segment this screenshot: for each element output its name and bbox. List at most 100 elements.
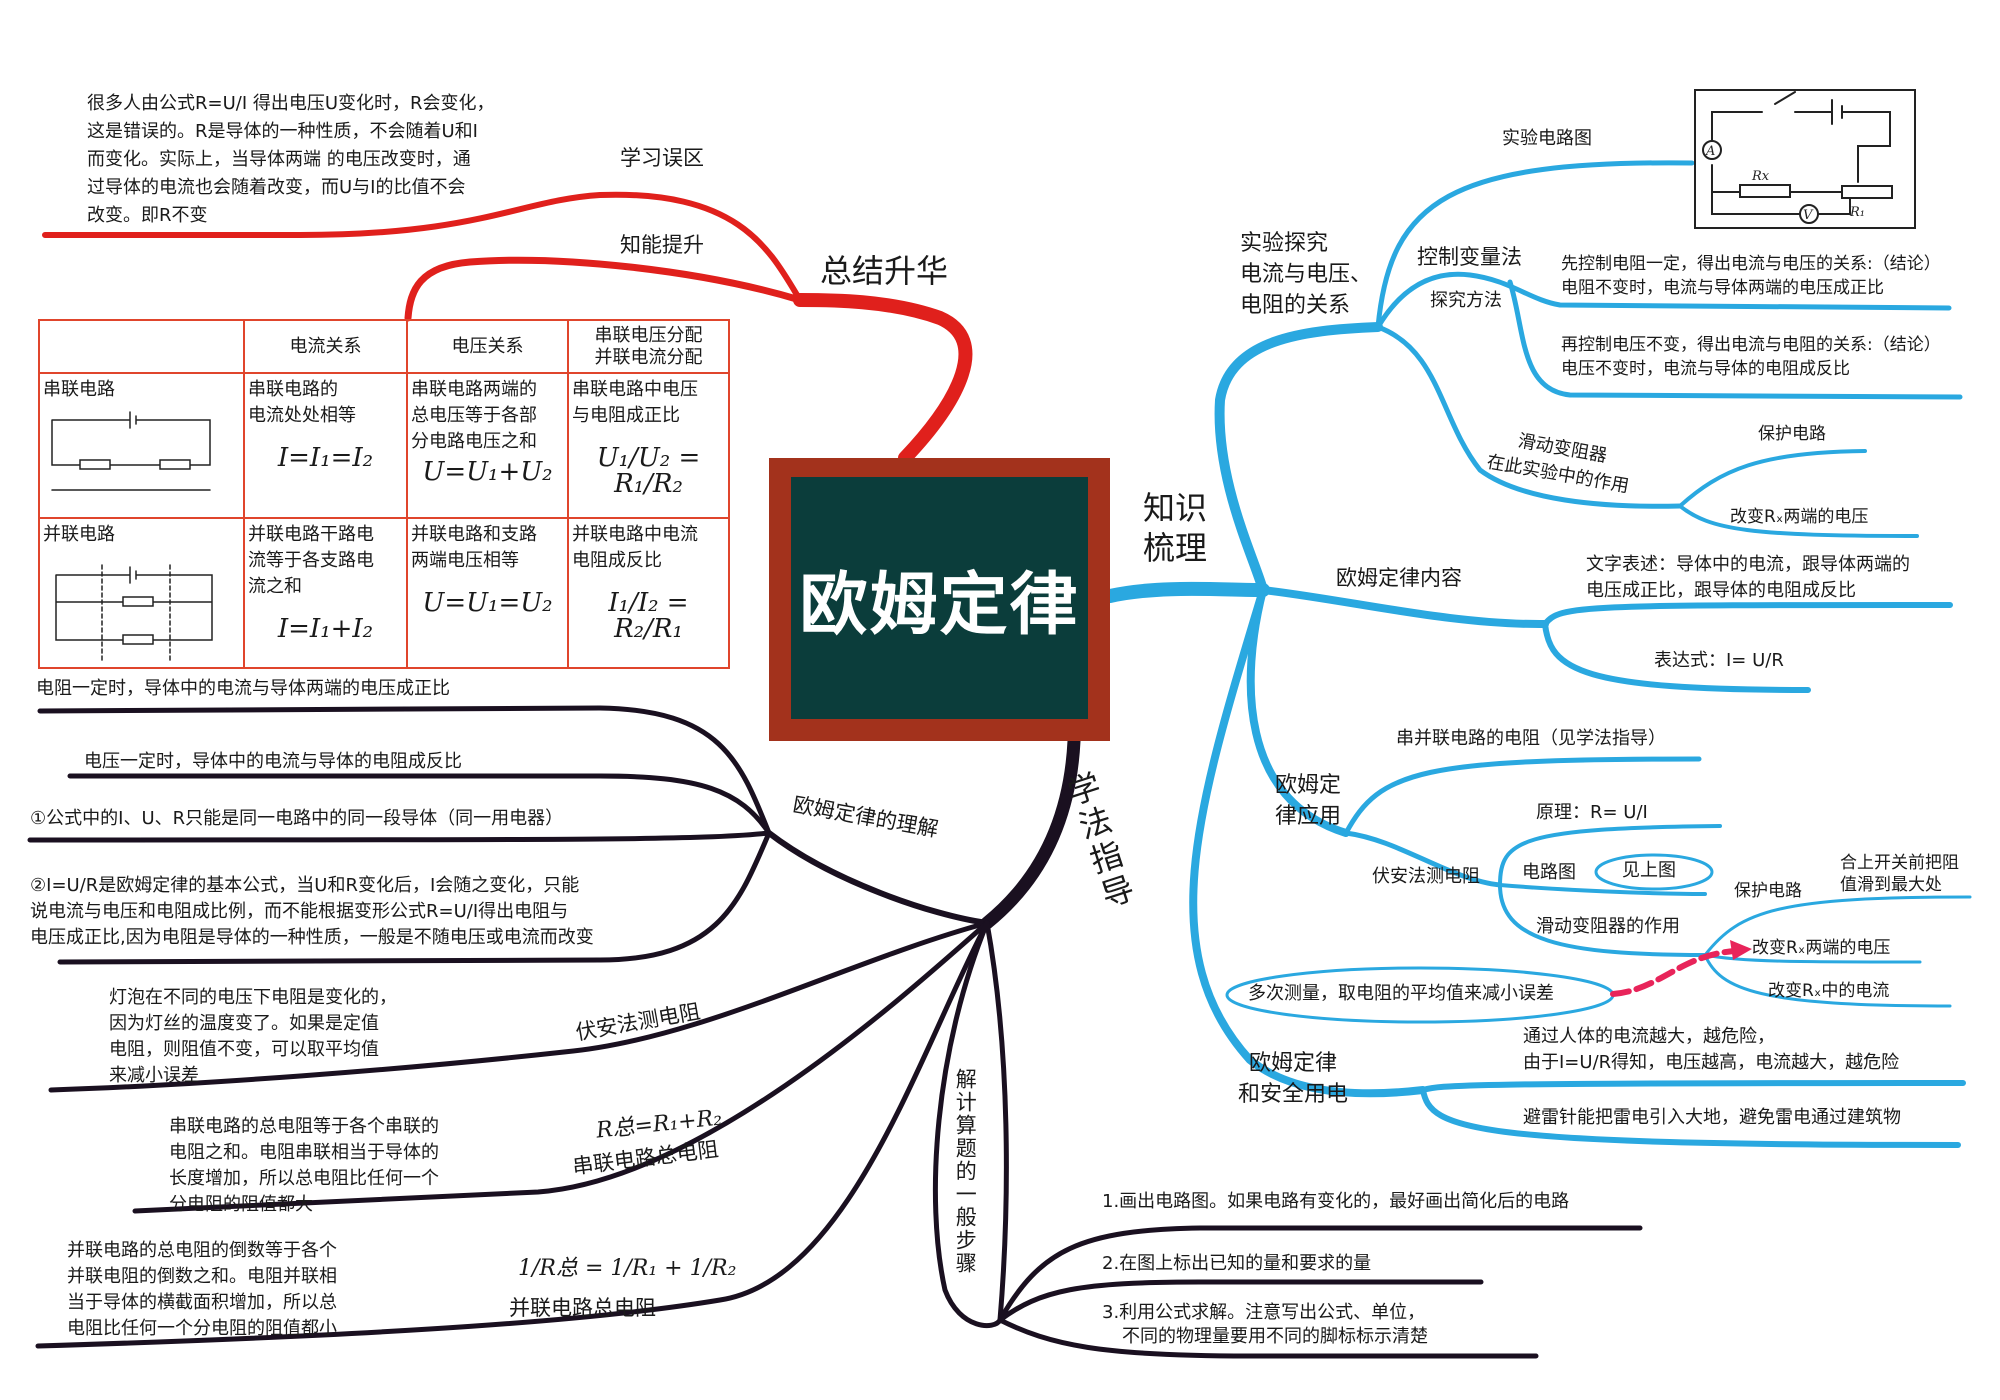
misconception-label: 学习误区 [620, 146, 704, 170]
text-line: 电阻，则阻值不变，可以取平均值 [109, 1039, 379, 1060]
text-line: 当于导体的横截面积增加，所以总 [67, 1292, 337, 1313]
svg-text:Rx: Rx [1751, 169, 1770, 184]
cell-line: 电阻成反比 [572, 550, 662, 571]
principle-line [1498, 824, 1722, 887]
safety-text-2: 避雷针能把雷电引入大地，避免雷电通过建筑物 [1523, 1107, 1901, 1128]
text-line: 电阻不变时，电流与导体两端的电压成正比 [1561, 278, 1884, 298]
header-line: 串联电压分配 [594, 324, 703, 346]
content-label: 欧姆定律内容 [1336, 566, 1462, 590]
steps-loop-left [932, 920, 1003, 1328]
formula: U=U₁=U₂ [422, 588, 553, 618]
cell-line: 分电路电压之和 [411, 431, 537, 452]
safety-text-1: 通过人体的电流越大，越危险， 由于I=U/R得知，电压越高，电流越大，越危险 [1523, 1024, 1899, 1076]
circuit-ref: 电路图 [1522, 862, 1576, 883]
text-line: 分电阻的阻值都大 [169, 1194, 313, 1215]
steps-label: 解计算题的一般步骤 [953, 1068, 978, 1275]
voltammetry-label-2: 伏安法测电阻 [1372, 866, 1480, 887]
multiple-measure: 多次测量，取电阻的平均值来减小误差 [1248, 983, 1554, 1004]
step-item: 3.利用公式求解。注意写出公式、单位， [1102, 1302, 1426, 1323]
text-line: 并联电路的总电阻的倒数等于各个 [67, 1240, 337, 1261]
cell-line: 串联电路的 [248, 379, 338, 400]
rheostat-role-2-line [1678, 504, 1919, 538]
label-line: 欧姆定律 [1249, 1051, 1338, 1076]
see-above-ellipse [1594, 853, 1714, 891]
control-line-1 [1375, 271, 1952, 330]
label-line: 梳理 [1143, 529, 1208, 567]
formula: I=I₁=I₂ [277, 443, 374, 473]
experiment-circuit-diagram [1694, 89, 1916, 229]
parallel-resistance-text: 并联电路的总电阻的倒数等于各个 并联电阻的倒数之和。电阻并联相 当于导体的横截面… [67, 1238, 337, 1342]
step-line-2 [997, 1279, 1484, 1323]
center-topic-board: 欧姆定律 [769, 458, 1110, 741]
text-line: 过导体的电流也会随着改变，而U与I的比值不会 [87, 177, 466, 198]
protect-circuit: 保护电路 [1734, 881, 1802, 901]
understanding-line-2 [67, 773, 772, 836]
rheostat-role-line [1498, 883, 1707, 957]
understanding-line-3 [27, 830, 772, 843]
voltammetry-line [1343, 830, 1503, 888]
parallel-resistance-label: 并联电路总电阻 [509, 1296, 656, 1320]
understanding-item: 电阻一定时，导体中的电流与导体两端的电压成正比 [36, 678, 450, 699]
cell-line: 串联电路两端的 [411, 379, 537, 400]
knowledge-branches [1103, 160, 1972, 1148]
step-item-continued: 不同的物理量要用不同的脚标标示清楚 [1122, 1326, 1428, 1347]
steps-loop-right [984, 920, 1009, 1323]
text-line: 电压成正比，跟导体的电阻成反比 [1586, 580, 1856, 601]
step-line-1 [997, 1225, 1643, 1323]
understanding-item-4: ②I=U/R是欧姆定律的基本公式，当U和R变化后，I会随之变化，只能 说电流与电… [30, 873, 594, 951]
safety-line-2 [1420, 1087, 1961, 1148]
text-line: 长度增加，所以总电阻比任何一个 [169, 1168, 439, 1189]
method-branches [27, 705, 1643, 1359]
text-line: 而变化。实际上，当导体两端 的电压改变时，通 [87, 149, 471, 170]
series-resistance-branch [132, 920, 990, 1214]
change-current: 改变Rₓ中的电流 [1768, 981, 1890, 1001]
text-line: 串联电路的总电阻等于各个串联的 [169, 1116, 439, 1137]
content-expression: 表达式：I= U/R [1654, 650, 1784, 671]
formula: U₁/U₂ = R₁/R₂ [596, 443, 701, 499]
cell-line: 总电压等于各部 [411, 405, 537, 426]
text-line: 这是错误的。R是导体的一种性质，不会随着U和I [87, 121, 478, 142]
content-text: 文字表述：导体中的电流，跟导体两端的 电压成正比，跟导体的电阻成反比 [1586, 552, 1910, 604]
formula: I₁/I₂ = R₂/R₁ [608, 588, 689, 644]
experiment-branch [1214, 322, 1383, 595]
circuit-line [1375, 160, 1695, 330]
cell-line: 流等于各支路电 [248, 550, 374, 571]
arrow-head [1730, 940, 1752, 960]
application-label: 欧姆定 律应用 [1275, 770, 1341, 832]
conclusion-2: 再控制电压不变，得出电流与电阻的关系:（结论） 电压不变时，电流与导体的电阻成反… [1561, 333, 1941, 381]
text-line: 很多人由公式R=U/I 得出电压U变化时，R会变化， [87, 93, 495, 114]
label-line: 实验探究 [1240, 231, 1329, 256]
understanding-line-4 [57, 830, 772, 965]
svg-text:V: V [1803, 208, 1814, 223]
summary-trunk [793, 293, 973, 465]
text-line: 合上开关前把阻 [1840, 853, 1959, 873]
text-line: 来减小误差 [109, 1065, 199, 1086]
parallel-resistance-formula: 1/R总 = 1/R₁ + 1/R₂ [518, 1256, 737, 1281]
label-line: 欧姆定 [1275, 773, 1342, 798]
circuit-symbol-labels: A V Rx R₁ [1705, 144, 1865, 223]
voltammetry-text: 灯泡在不同的电压下电阻是变化的， 因为灯丝的温度变了。如果是定值 电阻，则阻值不… [109, 985, 397, 1089]
series-parallel-line [1343, 756, 1702, 836]
label-line: 电阻的关系 [1240, 293, 1351, 318]
rheostat-line [1375, 324, 1683, 509]
cell-line: 电流处处相等 [248, 405, 356, 426]
text-line: 由于I=U/R得知，电压越高，电流越大，越危险 [1523, 1052, 1900, 1073]
safety-label: 欧姆定律 和安全用电 [1238, 1048, 1348, 1110]
text-line: 电阻之和。电阻串联相当于导体的 [169, 1142, 439, 1163]
understanding-line-1 [37, 705, 772, 836]
text-line: 文字表述：导体中的电流，跟导体两端的 [1586, 554, 1910, 575]
rheostat-role-1-line [1678, 449, 1867, 508]
text-line: 改变。即R不变 [87, 205, 208, 226]
parallel-resistance-branch [35, 920, 990, 1349]
improvement-label: 知能提升 [620, 233, 704, 257]
content-branch [1259, 586, 1549, 629]
safety-branch [1189, 586, 1427, 1098]
